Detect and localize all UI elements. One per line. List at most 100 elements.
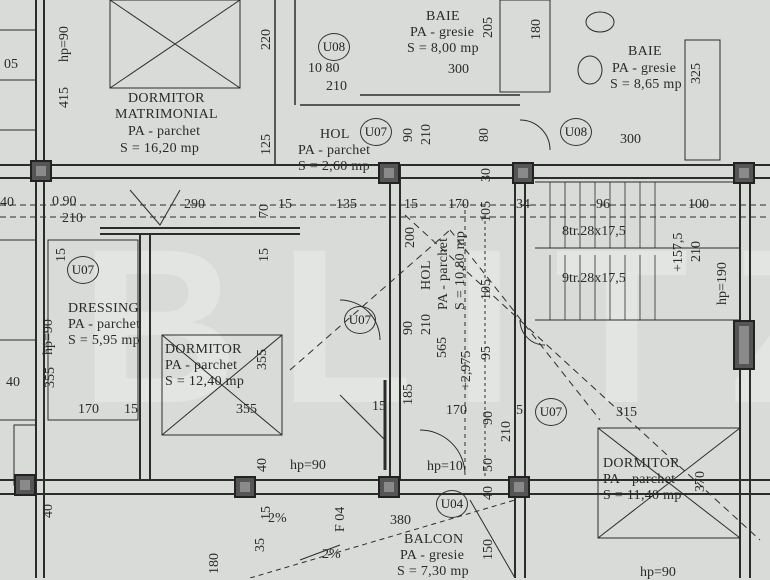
room-balcon-floor: PA - gresie bbox=[400, 548, 465, 563]
column bbox=[378, 476, 400, 498]
dimension-label: 90 bbox=[401, 128, 416, 142]
slope-label: 2% bbox=[268, 511, 287, 526]
door-tag: U07 bbox=[535, 398, 567, 426]
dimension-label: 220 bbox=[259, 29, 274, 50]
room-dormitor-matrimonial-name: DORMITOR bbox=[128, 91, 205, 106]
dimension-label: 355 bbox=[236, 402, 257, 417]
room-baie2-area: S = 8,65 mp bbox=[610, 77, 682, 92]
hp-label: hp=190 bbox=[715, 262, 730, 305]
door-tag: U08 bbox=[318, 33, 350, 61]
room-dormitor2-area: S = 12,40 mp bbox=[165, 374, 245, 389]
door-tag: U07 bbox=[360, 118, 392, 146]
room-dressing-area: S = 5,95 mp bbox=[68, 333, 140, 348]
dimension-label: 210 bbox=[326, 79, 347, 94]
dimension-label: 210 bbox=[62, 211, 83, 226]
dimension-label: 210 bbox=[499, 421, 514, 442]
door-tag: U08 bbox=[560, 118, 592, 146]
room-dormitor3-name: DORMITOR bbox=[603, 456, 680, 471]
dimension-label: 0 90 bbox=[52, 194, 77, 209]
column bbox=[378, 162, 400, 184]
dimension-label: 40 bbox=[6, 375, 20, 390]
room-dormitor-matrimonial-floor: PA - parchet bbox=[128, 124, 201, 139]
dimension-label: 40 bbox=[255, 458, 270, 472]
column bbox=[733, 320, 755, 370]
dimension-label: 15 bbox=[257, 248, 272, 262]
dimension-label: 180 bbox=[529, 19, 544, 40]
dimension-label: 170 bbox=[446, 403, 467, 418]
dimension-label: 565 bbox=[435, 337, 450, 358]
column bbox=[234, 476, 256, 498]
room-hol2-area: S = 10,80 mp bbox=[453, 230, 468, 310]
dimension-label: 415 bbox=[57, 87, 72, 108]
room-baie2-floor: PA - gresie bbox=[612, 61, 677, 76]
dimension-label: 80 bbox=[477, 128, 492, 142]
room-balcon-area: S = 7,30 mp bbox=[397, 564, 469, 579]
room-baie2-name: BAIE bbox=[628, 44, 662, 59]
hp-label: hp=90 bbox=[290, 458, 326, 473]
room-dormitor2-name: DORMITOR bbox=[165, 342, 242, 357]
dimension-label: 100 bbox=[688, 197, 709, 212]
room-baie1-floor: PA - gresie bbox=[410, 25, 475, 40]
room-dormitor-matrimonial-area: S = 16,20 mp bbox=[120, 141, 200, 156]
room-hol1-name: HOL bbox=[320, 127, 350, 142]
column bbox=[733, 162, 755, 184]
room-dormitor2-floor: PA - parchet bbox=[165, 358, 238, 373]
dimension-label: 290 bbox=[184, 197, 205, 212]
room-dressing-floor: PA - parchet bbox=[68, 317, 141, 332]
dimension-label: 15 bbox=[54, 248, 69, 262]
hp-label: hp=10 bbox=[427, 459, 463, 474]
dimension-label: 30 bbox=[479, 168, 494, 182]
door-tag: U07 bbox=[344, 306, 376, 334]
dimension-label: 50 bbox=[481, 458, 496, 472]
column bbox=[508, 476, 530, 498]
column bbox=[512, 162, 534, 184]
dimension-label: 05 bbox=[4, 57, 18, 72]
dimension-label: 210 bbox=[419, 314, 434, 335]
slope-label: 2% bbox=[322, 547, 341, 562]
dimension-label: F 04 bbox=[333, 506, 348, 532]
column bbox=[14, 474, 36, 496]
dimension-label: 315 bbox=[616, 405, 637, 420]
dimension-label: 105 bbox=[479, 279, 494, 300]
dimension-label: 90 bbox=[481, 411, 496, 425]
dimension-label: 10 80 bbox=[308, 61, 340, 76]
hp-label: hp=90 bbox=[57, 26, 72, 62]
dimension-label: 15 bbox=[372, 399, 386, 414]
dimension-label: 355 bbox=[255, 349, 270, 370]
room-hol1-area: S = 2,60 mp bbox=[298, 159, 370, 174]
dimension-label: 185 bbox=[401, 384, 416, 405]
room-baie1-area: S = 8,00 mp bbox=[407, 41, 479, 56]
dimension-label: 96 bbox=[596, 197, 610, 212]
hp-label: hp=90 bbox=[41, 319, 56, 355]
dimension-label: 40 bbox=[0, 195, 14, 210]
dimension-label: 300 bbox=[620, 132, 641, 147]
dimension-label: 105 bbox=[479, 201, 494, 222]
room-dormitor3-floor: PA - parchet bbox=[603, 472, 676, 487]
door-tag: U04 bbox=[436, 490, 468, 518]
dimension-label: 325 bbox=[689, 63, 704, 84]
dimension-label: 90 bbox=[401, 321, 416, 335]
room-hol2-floor: PA - parchet bbox=[436, 237, 451, 310]
dimension-label: 95 bbox=[479, 346, 494, 360]
dimension-label: 300 bbox=[448, 62, 469, 77]
dimension-label: 205 bbox=[481, 17, 496, 38]
dimension-label: 380 bbox=[390, 513, 411, 528]
room-balcon-name: BALCON bbox=[404, 532, 464, 547]
dimension-label: 40 bbox=[481, 486, 496, 500]
dimension-label: 170 bbox=[78, 402, 99, 417]
dimension-label: 170 bbox=[448, 197, 469, 212]
room-hol2-name: HOL bbox=[419, 260, 434, 290]
door-tag: U07 bbox=[67, 256, 99, 284]
room-dressing-name: DRESSING bbox=[68, 301, 139, 316]
column bbox=[30, 160, 52, 182]
dimension-label: 40 bbox=[41, 504, 56, 518]
dimension-label: 180 bbox=[207, 553, 222, 574]
dimension-label: 125 bbox=[259, 134, 274, 155]
dimension-label: 15 bbox=[278, 197, 292, 212]
dimension-label: 210 bbox=[419, 124, 434, 145]
elevation-label: 210 bbox=[689, 241, 704, 262]
room-dormitor3-area: S = 11,40 mp bbox=[603, 488, 682, 503]
dimension-label: 370 bbox=[693, 471, 708, 492]
hp-label: hp=90 bbox=[640, 565, 676, 580]
dimension-label: 150 bbox=[481, 539, 496, 560]
